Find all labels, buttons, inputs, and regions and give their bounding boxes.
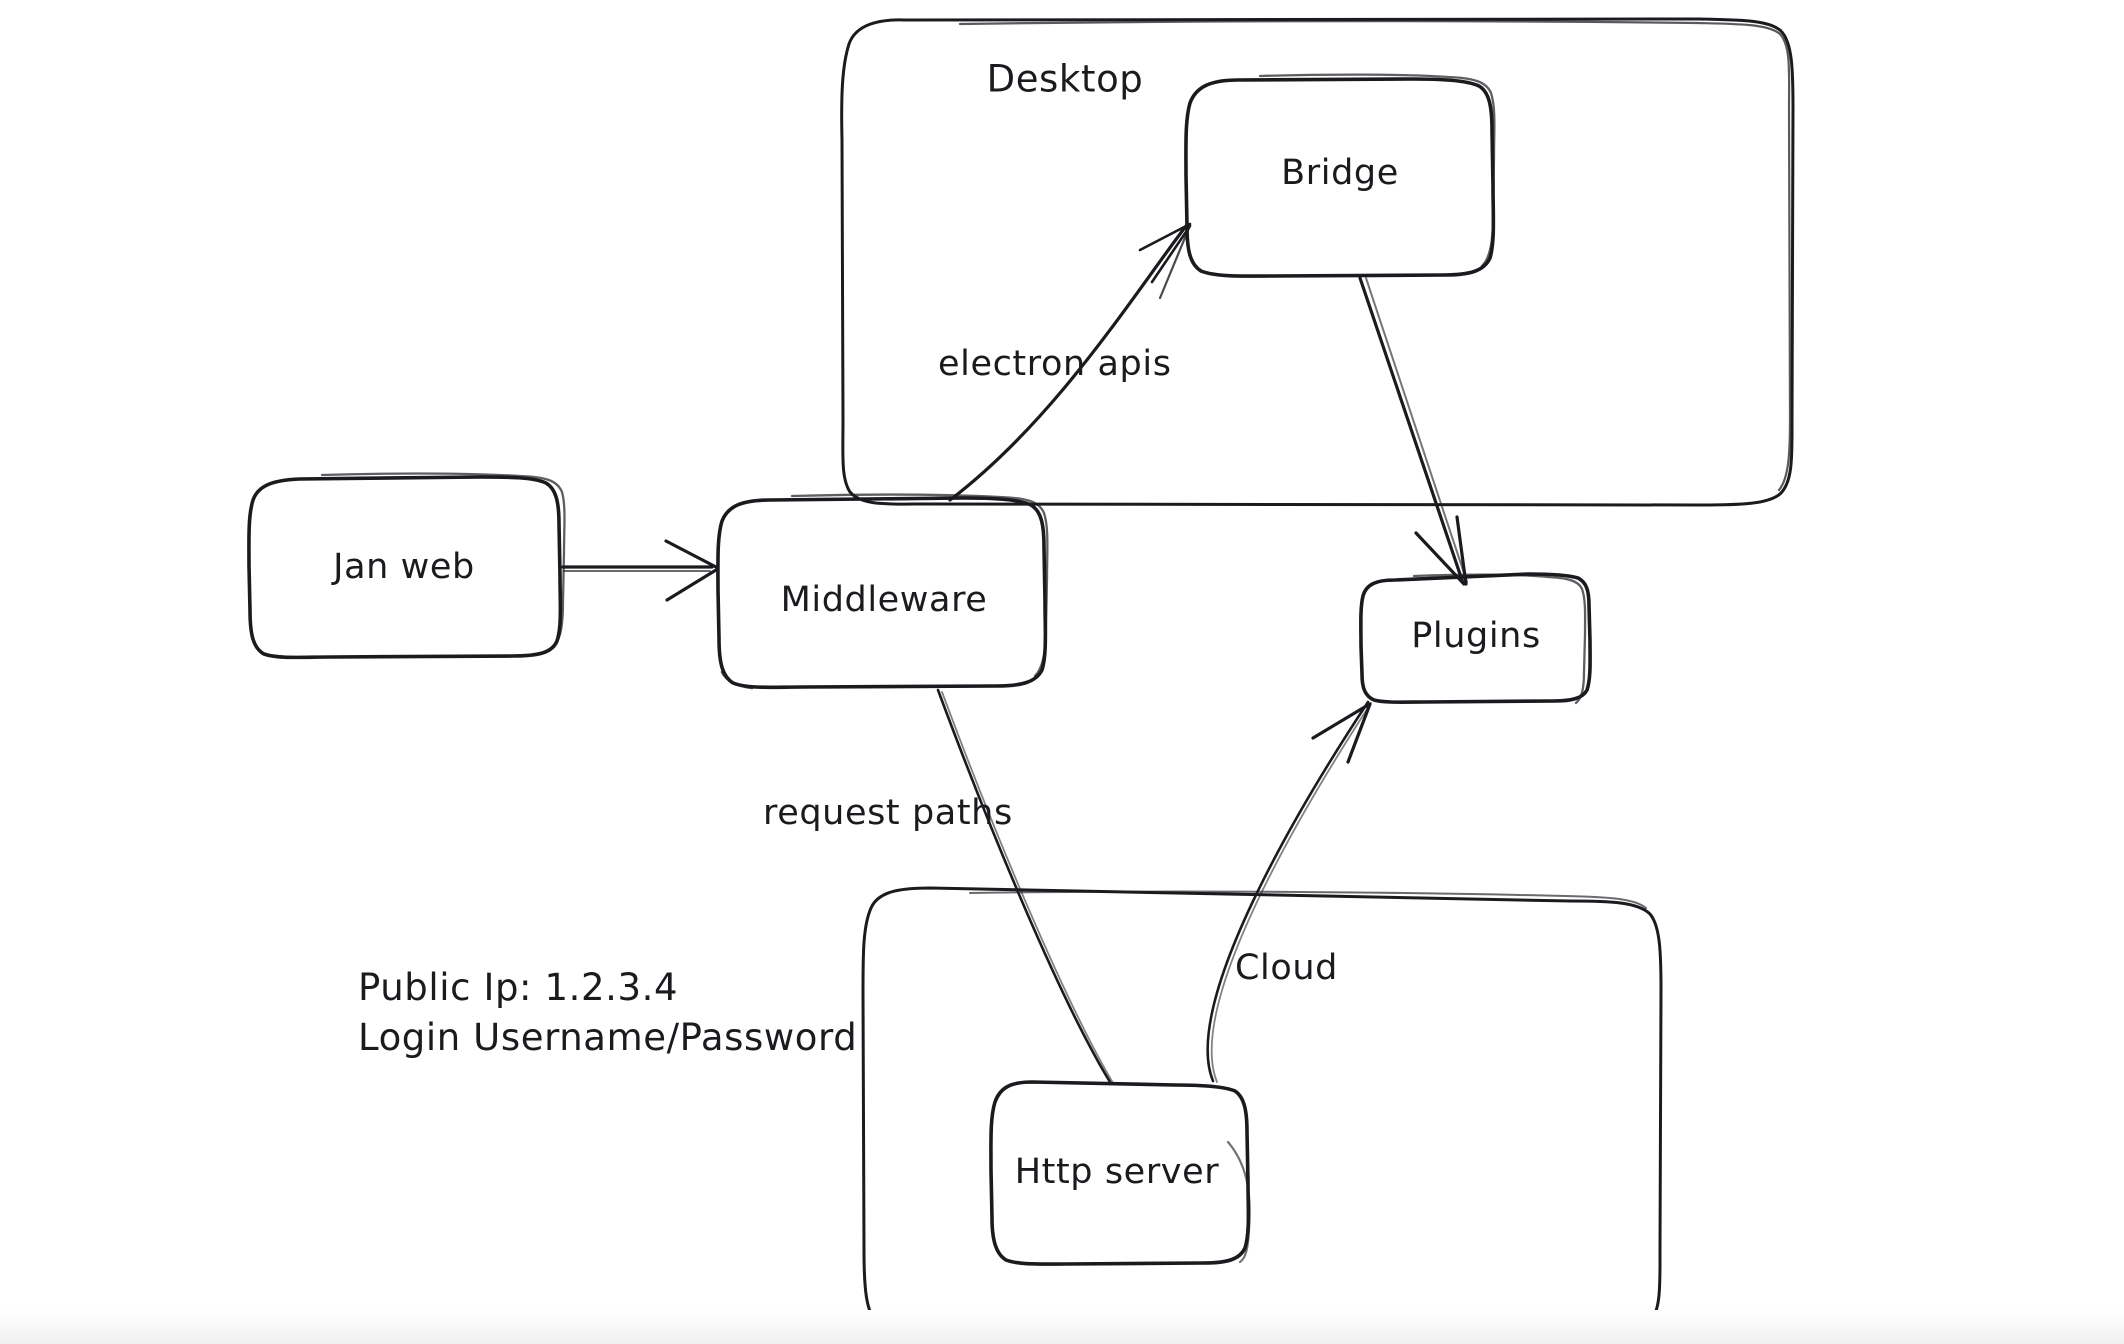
node-label-plugins[interactable]: Plugins xyxy=(1411,615,1541,656)
node-bridge-outline xyxy=(1184,73,1496,278)
node-middleware-outline xyxy=(716,493,1049,690)
edge-middleware-http xyxy=(936,688,1114,1084)
note-login-credentials-line-2: Login Username/Password xyxy=(358,1015,858,1059)
edge-label-electron-apis: electron apis xyxy=(938,344,1172,384)
node-label-jan-web[interactable]: Jan web xyxy=(333,546,475,587)
node-label-bridge[interactable]: Bridge xyxy=(1281,152,1399,193)
edge-label-request-paths: request paths xyxy=(763,793,1013,833)
group-desktop-outline xyxy=(840,17,1795,507)
note-public-ip: Public Ip: 1.2.3.4 Login Username/Passwo… xyxy=(358,963,857,1063)
edge-http-plugins xyxy=(1206,700,1372,1083)
node-plugins-outline xyxy=(1359,572,1592,705)
edge-bridge-plugins xyxy=(1358,276,1468,586)
node-label-http-server[interactable]: Http server xyxy=(1014,1151,1220,1192)
note-public-ip-line-1: Public Ip: 1.2.3.4 xyxy=(358,966,679,1009)
node-http-server-outline xyxy=(989,1080,1251,1266)
edge-middleware-bridge xyxy=(948,222,1192,502)
edge-janweb-middleware xyxy=(561,539,718,602)
group-label-desktop: Desktop xyxy=(986,57,1144,101)
node-label-middleware[interactable]: Middleware xyxy=(780,579,988,620)
edge-label-cloud: Cloud xyxy=(1235,948,1338,988)
node-jan-web-outline xyxy=(247,472,566,660)
